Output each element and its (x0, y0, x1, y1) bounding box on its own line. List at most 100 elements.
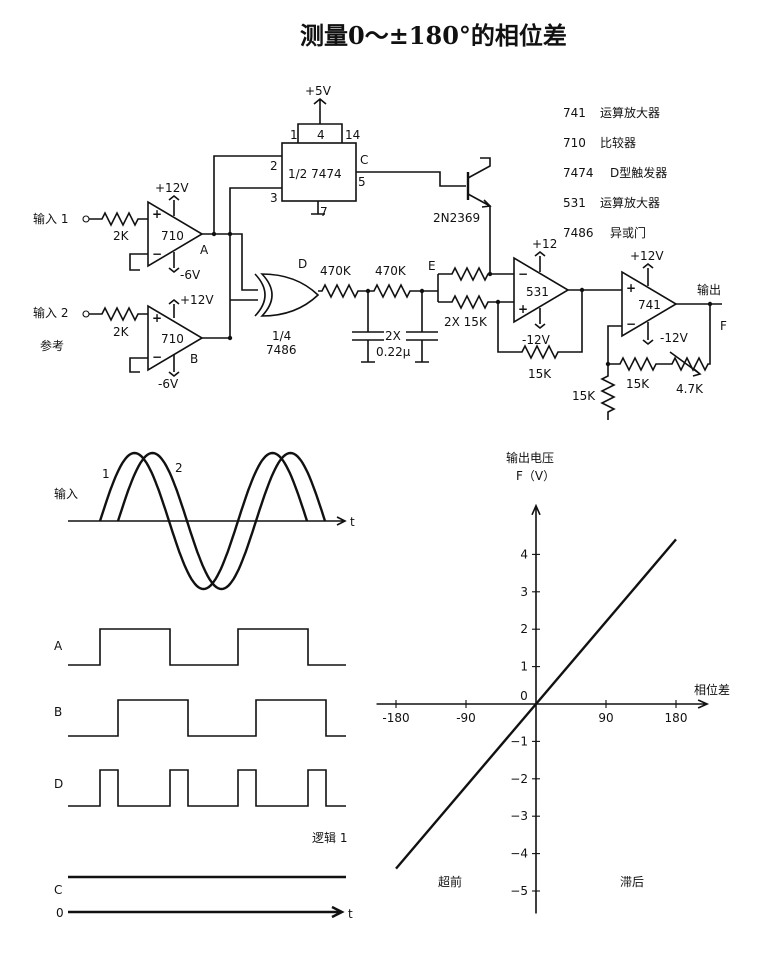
output-label: 输出 (697, 282, 721, 297)
opamp-531-vminus-wire (534, 308, 546, 330)
xor-label: 7486 (266, 343, 297, 357)
junction-a1 (211, 231, 217, 237)
filter-capacitor-1 (352, 291, 384, 363)
filter-r1-label: 470K (320, 264, 352, 278)
chart-x-tick-label: -180 (382, 711, 409, 725)
legend-desc-5: 异或门 (610, 225, 646, 240)
ground-resistor-label: 15K (572, 389, 596, 403)
opamp-531-label: 531 (526, 285, 549, 299)
chart-y-tick-label: 4 (520, 547, 528, 561)
chart-x-tick-label: 0 (520, 689, 528, 703)
node-d-label: D (298, 257, 307, 271)
input2-resistor (89, 306, 148, 322)
wave2-label: 2 (175, 461, 183, 475)
timing-waveforms: 输入 t 1 2 A B D 逻辑 1 C 0 t (54, 451, 355, 921)
legend-code-1: 741 (563, 106, 586, 120)
amp531-input-resistor-2 (438, 294, 514, 310)
xor-gate-back (254, 273, 266, 317)
junction-transistor (487, 271, 493, 277)
chart-axes (376, 503, 710, 914)
wave1-label: 1 (102, 467, 110, 481)
amp531-input-resistors-label: 2X 15K (444, 315, 488, 329)
waveform-d-label: D (54, 777, 63, 791)
comparator2-vminus-wire (168, 355, 180, 378)
chart-y-tick-label: −5 (510, 884, 528, 898)
potentiometer-label: 4.7K (676, 382, 704, 396)
input1-resistor (89, 211, 148, 227)
flipflop-pin5: 5 (358, 175, 366, 189)
waveform-d (68, 769, 346, 807)
legend-code-4: 531 (563, 196, 586, 210)
comparator2 (147, 304, 204, 372)
opamp-531-feedback (497, 290, 583, 360)
legend-desc-3: D型触发器 (610, 165, 667, 180)
sine-waves (98, 451, 327, 591)
comparator2-minus: − (152, 350, 162, 364)
waveform-a (68, 628, 346, 666)
flipflop-vcc: +5V (305, 84, 332, 98)
chart-x-axis (376, 699, 710, 709)
amp531-input-resistor-1 (438, 266, 514, 282)
transistor-arrow (481, 199, 492, 208)
input1-resistor-label: 2K (113, 229, 130, 243)
node-f-label: F (720, 319, 727, 333)
opamp-741-vminus-wire (642, 322, 654, 346)
chart-series-line-1 (395, 538, 677, 870)
chart-ylabel-line2: F（V） (516, 469, 555, 483)
input2-resistor-label: 2K (113, 325, 130, 339)
opamp-531-vplus-wire (534, 250, 546, 272)
xor-fraction: 1/4 (272, 329, 291, 343)
waveform-logic-label: 逻辑 1 (312, 831, 347, 845)
comparator1-plus: + (152, 207, 162, 221)
chart-y-tick-label: −4 (510, 847, 528, 861)
legend-code-3: 7474 (563, 166, 594, 180)
opamp-531-feedback-label: 15K (528, 367, 552, 381)
filter-capacitor-2 (406, 291, 438, 363)
junction-741-fb (605, 361, 611, 367)
wire-b-to-ff (202, 187, 282, 339)
opamp-741-label: 741 (638, 298, 661, 312)
potentiometer-wiper (669, 351, 702, 377)
filter-r2-label: 470K (375, 264, 407, 278)
comparator1 (147, 200, 204, 268)
legend-code-2: 710 (563, 136, 586, 150)
xor-gate-body (260, 273, 320, 317)
feedback-resistor-label: 15K (626, 377, 650, 391)
waveform-zero-label: 0 (56, 906, 64, 920)
input2-label: 输入 2 (33, 305, 68, 320)
chart-y-tick-label: 2 (520, 622, 528, 636)
legend-desc-4: 运算放大器 (600, 195, 660, 210)
chart-ylabel-line1: 输出电压 (506, 450, 554, 465)
wire-a-to-ff (213, 155, 282, 234)
comparator1-vminus-wire (168, 252, 180, 274)
capacitor-value: 0.22μ (376, 345, 411, 359)
comparator1-vminus: -6V (180, 268, 201, 282)
flipflop-label: 1/2 7474 (288, 167, 342, 181)
chart-lead-label: 超前 (438, 874, 462, 889)
legend-code-5: 7486 (563, 226, 594, 240)
chart-xlabel: 相位差 (694, 682, 730, 697)
opamp-741-vminus: -12V (660, 331, 689, 345)
node-a-label: A (200, 243, 209, 257)
comparator2-vminus: -6V (158, 377, 179, 391)
opamp-741-ground-resistor (600, 364, 616, 420)
waveform-c-axis (68, 905, 345, 919)
chart-series (395, 538, 677, 870)
flipflop-pin14: 14 (345, 128, 360, 142)
opamp-531-vminus: -12V (522, 333, 551, 347)
figure-title: 测量0～±180°的相位差 (300, 21, 567, 50)
comparator2-vplus-wire (168, 298, 180, 318)
sine-wave-1 (98, 451, 309, 591)
opamp-741-plus: + (626, 281, 636, 295)
chart-y-tick-label: −3 (510, 809, 528, 823)
comparator2-ground-wire (129, 357, 148, 373)
opamp-531-minus: − (518, 267, 528, 281)
component-legend: 741 运算放大器 710 比较器 7474 D型触发器 531 运算放大器 7… (563, 105, 667, 240)
flipflop-pin1: 1 (290, 128, 298, 142)
opamp-741 (621, 270, 678, 338)
opamp-741-feedback (607, 304, 711, 372)
comparator1-ground-wire (129, 253, 148, 271)
